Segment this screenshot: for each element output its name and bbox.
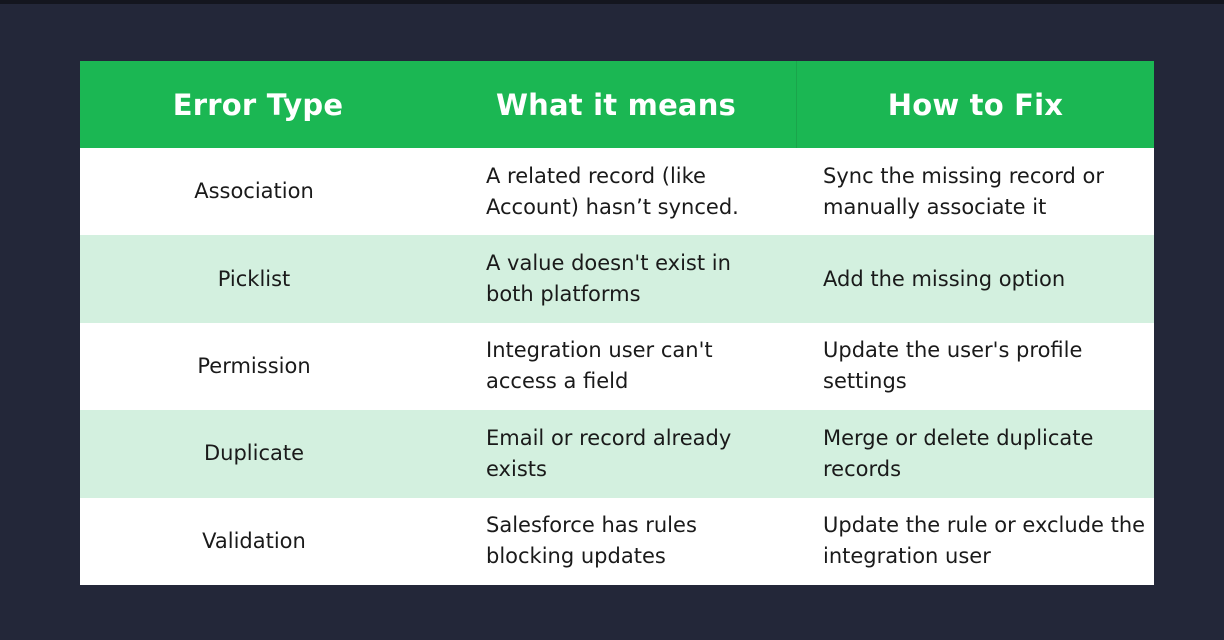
error-type-cell: Validation [202,528,306,553]
error-type-cell: Association [194,179,314,204]
top-strip [0,0,1224,4]
error-table: Error Type What it means How to Fix Asso… [80,61,1154,585]
meaning-cell: A related record (like Account) hasn’t s… [486,163,739,219]
header-what-it-means: What it means [436,61,797,148]
fix-cell: Add the missing option [823,266,1066,291]
table-row: Duplicate Email or record already exists… [80,410,1154,498]
meaning-cell: Email or record already exists [486,425,732,481]
fix-cell: Sync the missing record or manually asso… [823,163,1104,219]
table-header: Error Type What it means How to Fix [80,61,1154,148]
table-row: Association A related record (like Accou… [80,148,1154,236]
table-row: Permission Integration user can't access… [80,322,1154,411]
table-row: Picklist A value doesn't exist in both p… [80,235,1154,323]
header-how-to-fix: How to Fix [887,87,1064,122]
fix-cell: Update the rule or exclude the integrati… [823,513,1146,569]
error-type-cell: Duplicate [203,441,305,466]
meaning-cell: Salesforce has rules blocking updates [486,513,697,569]
header-error-type: Error Type [172,87,344,122]
table-row: Validation Salesforce has rules blocking… [80,497,1154,585]
error-type-cell: Picklist [217,266,291,291]
error-type-cell: Permission [197,353,311,378]
fix-cell: Merge or delete duplicate records [823,425,1094,481]
meaning-cell: A value doesn't exist in both platforms [486,251,731,307]
fix-cell: Update the user's profile settings [823,338,1083,394]
meaning-cell: Integration user can't access a field [486,338,713,394]
